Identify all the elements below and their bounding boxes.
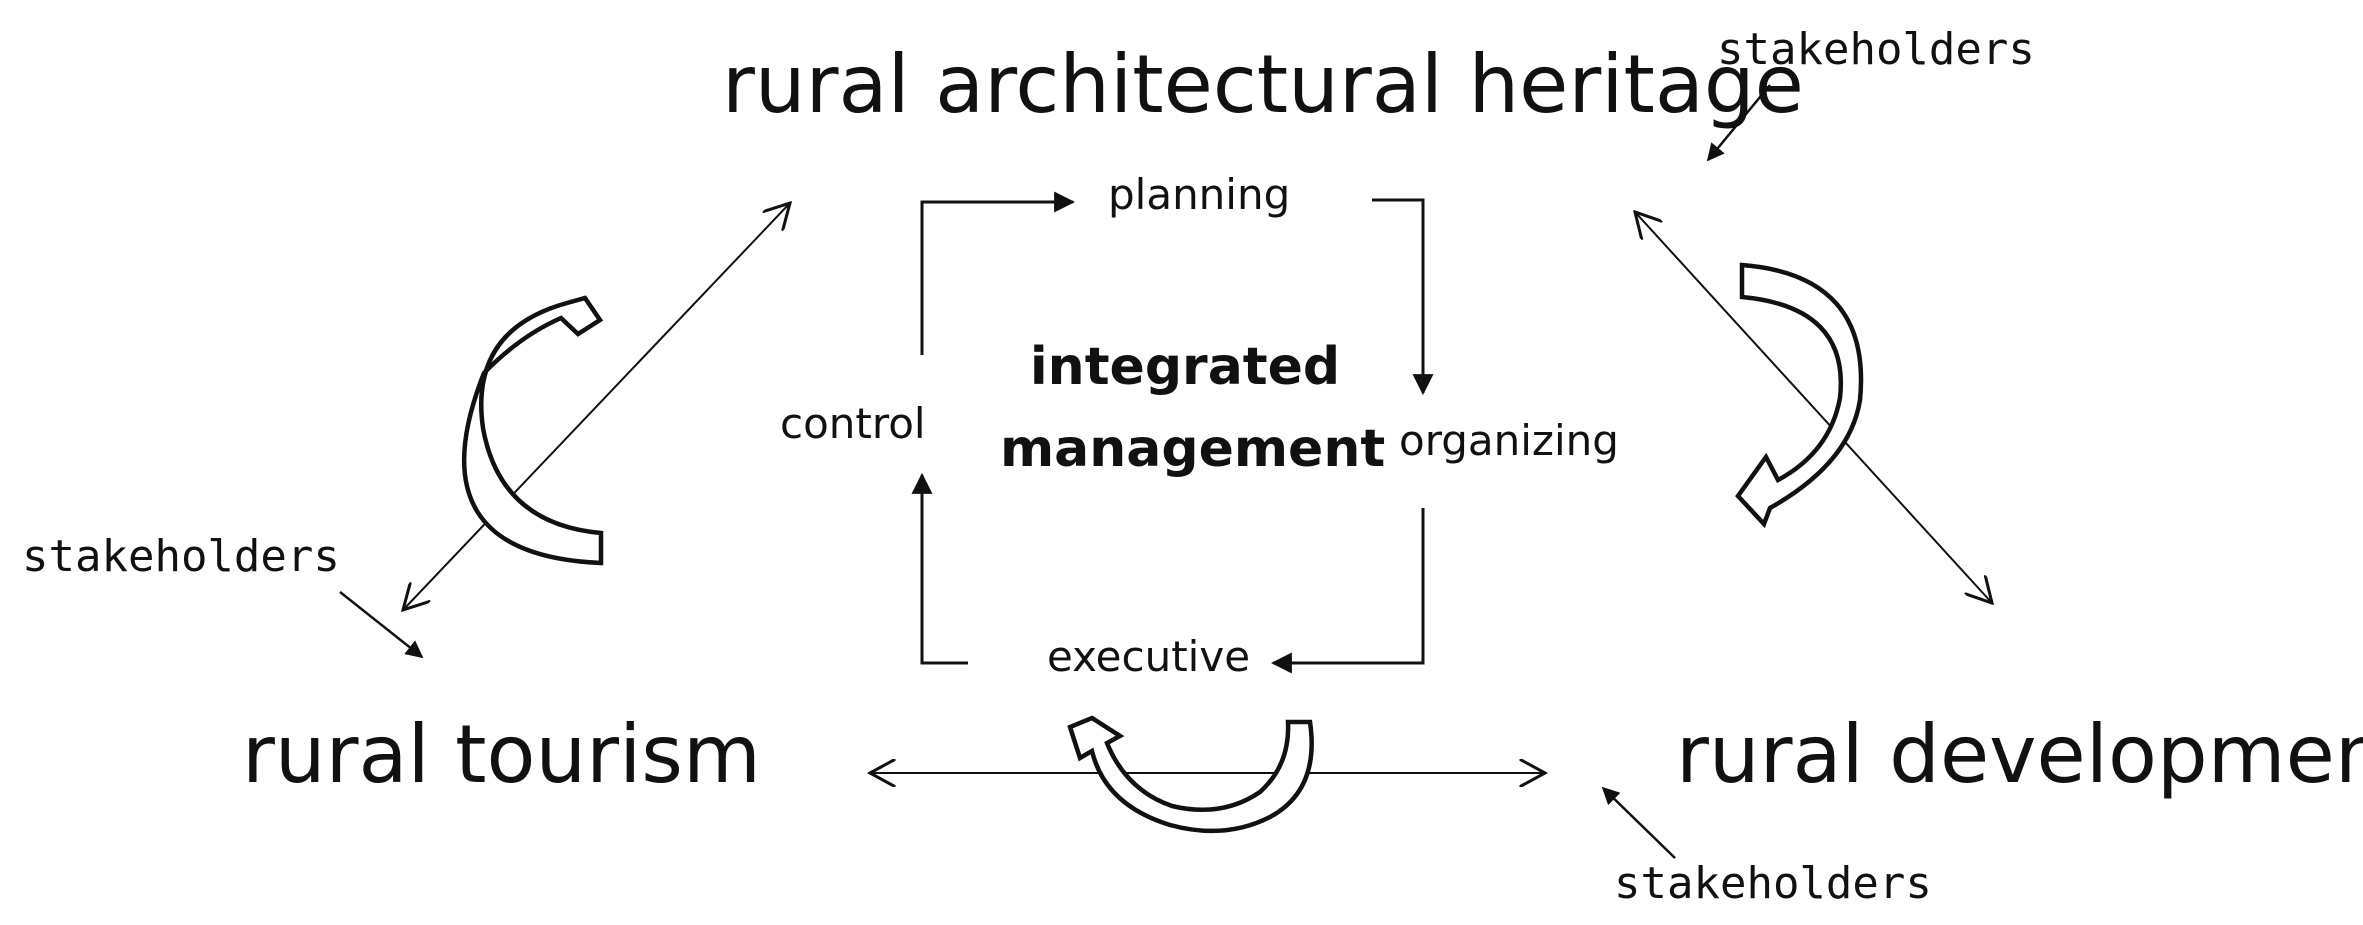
stakeholders-label-left: stakeholders [22, 531, 340, 582]
heritage-tourism-double-arrow [403, 203, 790, 610]
cycle-label-control: control [780, 399, 926, 448]
stakeholders-label-top: stakeholders [1717, 24, 2035, 75]
stakeholder-pointers [339, 84, 1771, 859]
cycle-label-executive: executive [1047, 632, 1251, 681]
domain-connectors [403, 203, 1992, 773]
heritage-development-double-arrow [1635, 212, 1992, 603]
center-title-line1: integrated [1029, 337, 1341, 397]
planning-to-organizing-arrow [1372, 198, 1434, 396]
cycle-label-organizing: organizing [1399, 416, 1619, 465]
node-rural-development: rural development [1676, 708, 2363, 801]
node-rural-tourism: rural tourism [242, 708, 761, 801]
stakeholders-bottom-pointer [1601, 786, 1676, 859]
stakeholders-left-pointer [339, 591, 424, 659]
center-title: integrated management [1000, 326, 1386, 490]
control-to-planning-arrow [920, 191, 1076, 355]
stakeholders-label-bottom: stakeholders [1614, 858, 1932, 909]
node-rural-architectural-heritage: rural architectural heritage [722, 38, 1804, 131]
curved-arrow-bottom-icon [1067, 715, 1314, 834]
curved-arrow-right-icon [1735, 262, 1864, 529]
center-title-line2: management [1000, 419, 1386, 479]
curved-arrow-left-icon [461, 295, 604, 566]
stakeholders-top-pointer [1706, 84, 1771, 162]
curved-arrows [461, 262, 1864, 834]
organizing-to-executive-arrow [1270, 508, 1425, 674]
cycle-label-planning: planning [1108, 170, 1291, 219]
executive-to-control-arrow [911, 472, 968, 665]
management-cycle [911, 191, 1434, 674]
